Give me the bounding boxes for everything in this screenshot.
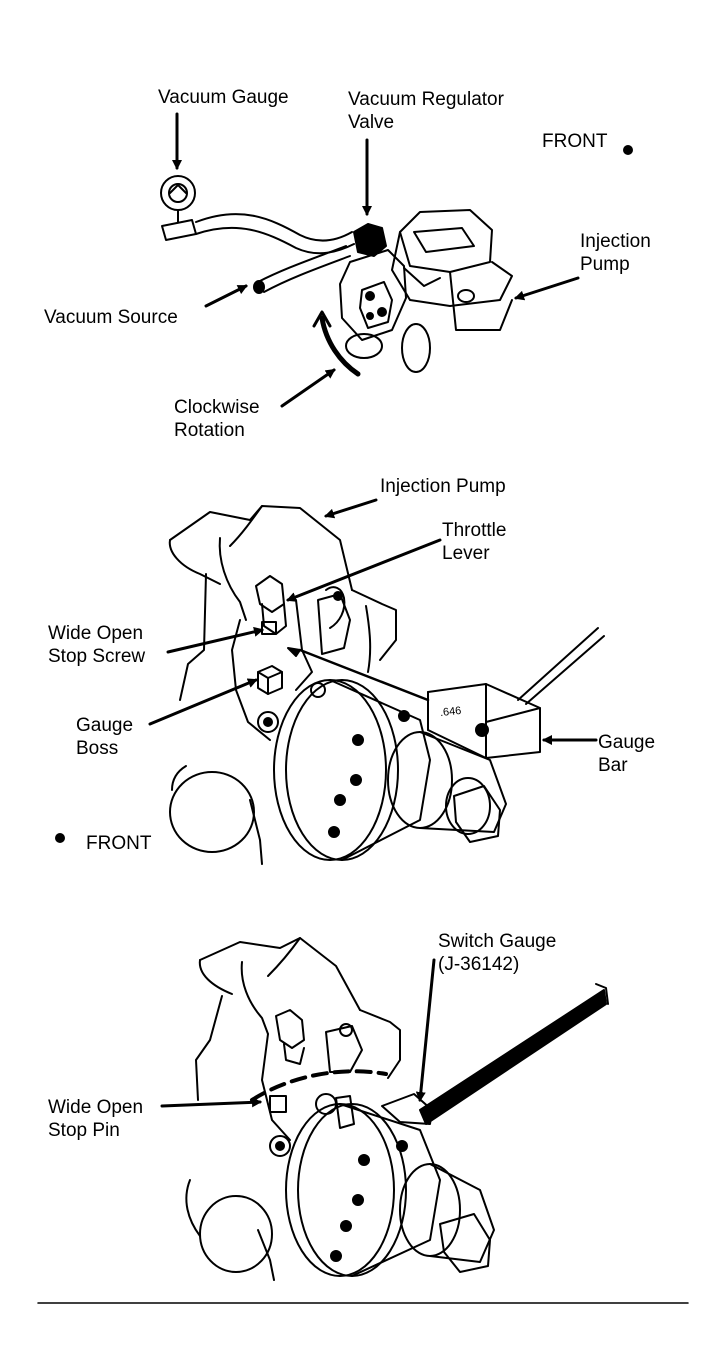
gauge-bar-marking: .646 (439, 704, 462, 720)
arrow-vacuum-source (204, 284, 248, 308)
switch-gauge-drawing (381, 983, 609, 1125)
arrow-wide-open-stop-pin (160, 1097, 262, 1108)
label-vacuum-regulator-valve: Vacuum Regulator Valve (348, 89, 504, 133)
gauge-bar-drawing (287, 627, 605, 759)
panel-3-drawing (185, 937, 609, 1281)
label-injection-pump-2: Injection Pump (380, 476, 506, 497)
gauge-boss-drawing (257, 665, 283, 695)
arrow-injection-pump (514, 276, 580, 301)
label-injection-pump-1: Injection Pump (580, 231, 651, 275)
arrow-clockwise-rotation (280, 368, 336, 408)
panel-2-leader-arrows (148, 498, 598, 745)
injection-pump-housing-2 (168, 505, 397, 741)
label-clockwise-rotation: Clockwise Rotation (174, 397, 260, 441)
injection-pump-housing-3 (195, 937, 401, 1141)
arrow-wide-open-stop-screw (166, 626, 264, 654)
arrow-gauge-boss (148, 678, 258, 726)
label-switch-gauge: Switch Gauge (J-36142) (438, 931, 557, 975)
label-front-1: FRONT (542, 131, 608, 152)
clockwise-rotation-arc (312, 310, 361, 377)
label-wide-open-stop-pin: Wide Open Stop Pin (48, 1097, 144, 1141)
panel-2-drawing (168, 505, 605, 865)
pump-rotor-drawing-3 (185, 1103, 495, 1281)
label-gauge-boss: Gauge Boss (76, 715, 134, 759)
label-vacuum-source: Vacuum Source (44, 307, 178, 328)
panel-1-drawing (160, 175, 513, 377)
vacuum-regulator-valve-drawing (339, 223, 431, 373)
arrow-throttle-lever (286, 538, 442, 602)
front-indicator-dot-1 (623, 145, 633, 155)
vacuum-gauge-drawing (160, 175, 197, 241)
label-wide-open-stop-screw: Wide Open Stop Screw (48, 623, 146, 667)
panel-3-leader-arrows (160, 958, 436, 1108)
label-gauge-bar: Gauge Bar (598, 732, 656, 776)
label-front-2: FRONT (86, 833, 152, 854)
throttle-lever-drawing (255, 575, 346, 635)
injection-pump-body-drawing (391, 209, 513, 331)
vacuum-hoses-drawing (195, 213, 355, 294)
label-vacuum-gauge: Vacuum Gauge (158, 87, 289, 108)
front-indicator-dot-2 (55, 833, 65, 843)
arrow-injection-pump-2 (324, 498, 378, 519)
panel-1-leader-arrows (172, 112, 580, 408)
label-throttle-lever: Throttle Lever (442, 520, 507, 564)
arrow-switch-gauge (415, 958, 436, 1102)
pump-rotor-drawing-2 (169, 679, 507, 865)
